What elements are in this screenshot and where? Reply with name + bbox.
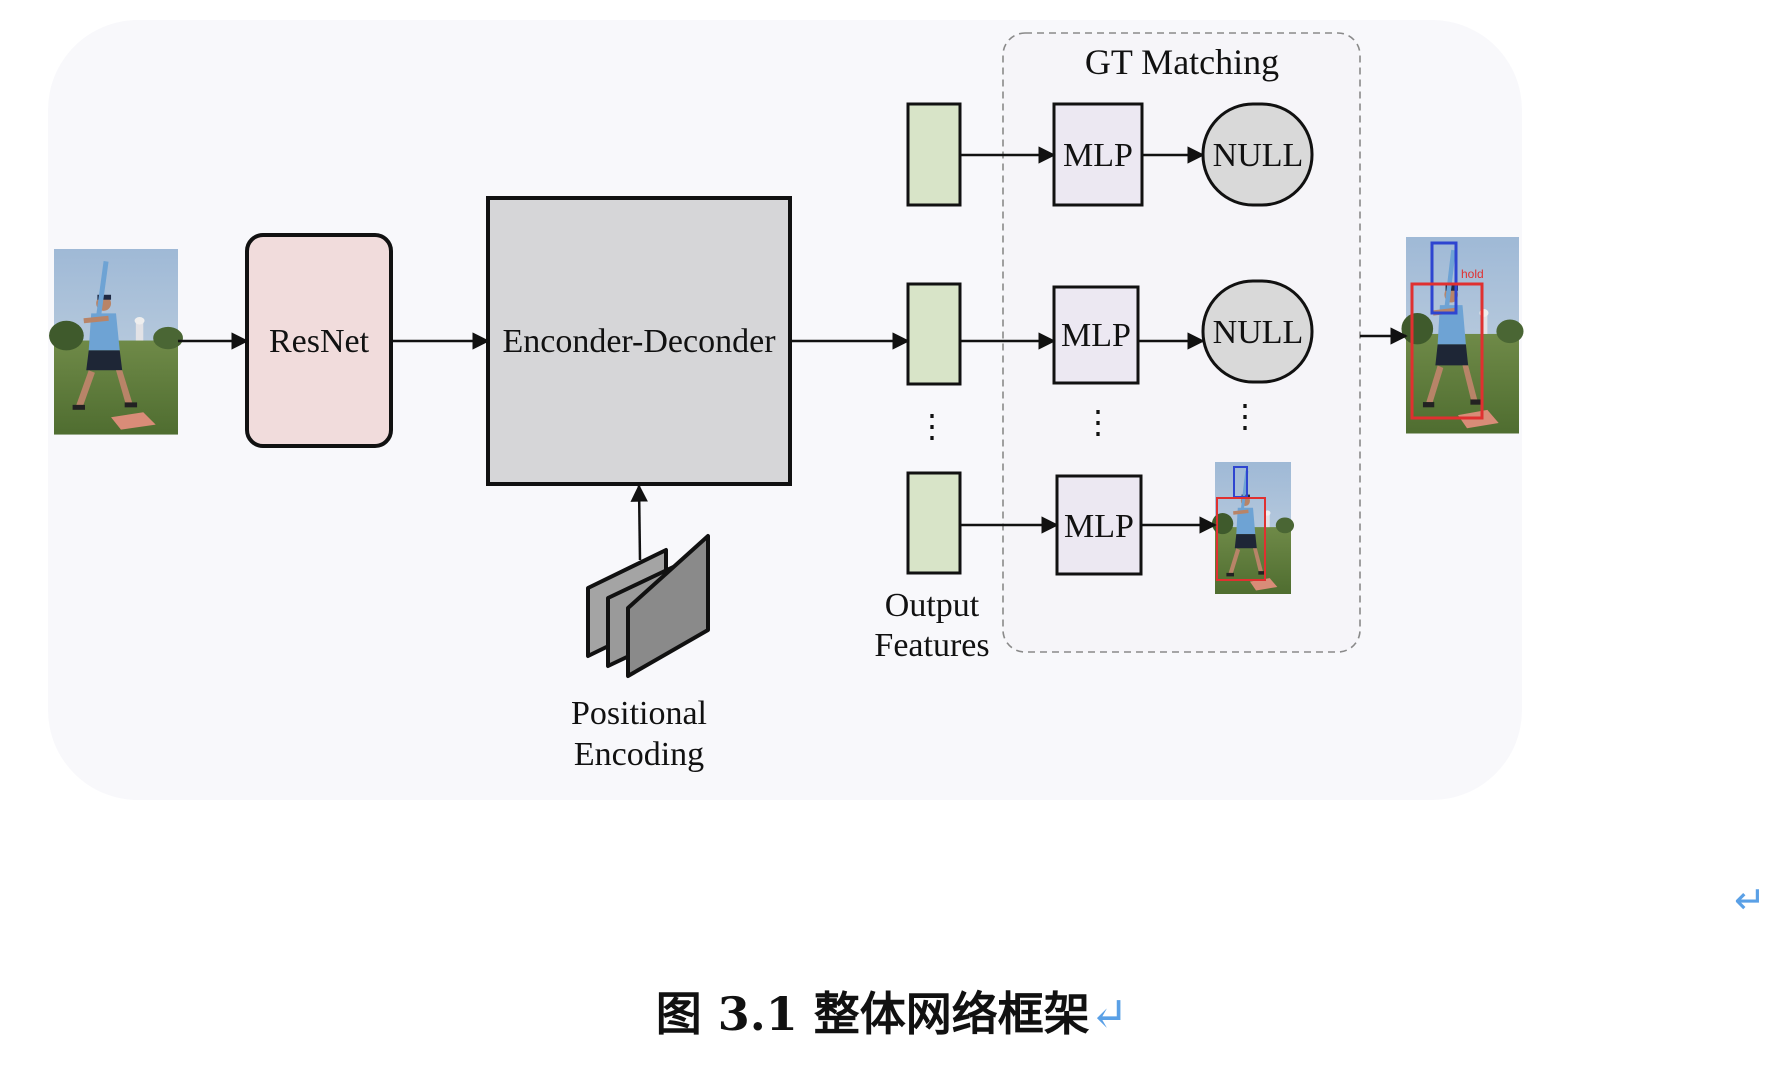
output-feature-1 (906, 102, 962, 207)
input-image (49, 249, 183, 435)
output-features-line2: Features (874, 627, 989, 664)
caption-return-mark: ↵ (1089, 987, 1129, 1041)
mlp-block-1 (1052, 102, 1144, 207)
null-ellipsis: ⋮ (1229, 398, 1261, 434)
mlp-label-1: MLP (1063, 137, 1133, 174)
object-box (1430, 241, 1458, 315)
figure-caption: 图 3.1 整体网络框架↵ (0, 978, 1784, 1044)
null-label-2: NULL (1213, 314, 1304, 351)
positional-encoding-line1: Positional (571, 695, 707, 732)
detection-tag: hold (1461, 267, 1484, 281)
diagram-canvas: GT Matching ResNet Enconder-Deconder Pos… (0, 32, 1784, 773)
person-box (1410, 282, 1484, 420)
null-label-1: NULL (1213, 137, 1304, 174)
feature-ellipsis: ⋮ (916, 408, 948, 444)
null-node-2 (1201, 279, 1314, 384)
mlp-block-3 (1055, 474, 1143, 576)
mlp-label-3: MLP (1064, 508, 1134, 545)
gt-matching-title: GT Matching (1085, 42, 1279, 82)
matched-prediction-image (1210, 460, 1296, 596)
return-mark: ↵ (1734, 878, 1766, 922)
caption-text: 图 3.1 整体网络框架 (655, 987, 1090, 1041)
arrow-positional-to-encoder (630, 484, 648, 561)
mlp-label-2: MLP (1061, 317, 1131, 354)
resnet-label: ResNet (269, 323, 370, 360)
encoder-decoder-label: Enconder-Deconder (502, 323, 776, 360)
output-features-line1: Output (885, 587, 980, 624)
positional-encoding-line2: Encoding (574, 736, 704, 773)
output-image: hold (1401, 237, 1523, 434)
mlp-ellipsis: ⋮ (1082, 404, 1114, 440)
output-feature-2 (906, 282, 962, 386)
output-feature-3 (906, 471, 962, 575)
positional-encoding-icon (586, 534, 710, 678)
